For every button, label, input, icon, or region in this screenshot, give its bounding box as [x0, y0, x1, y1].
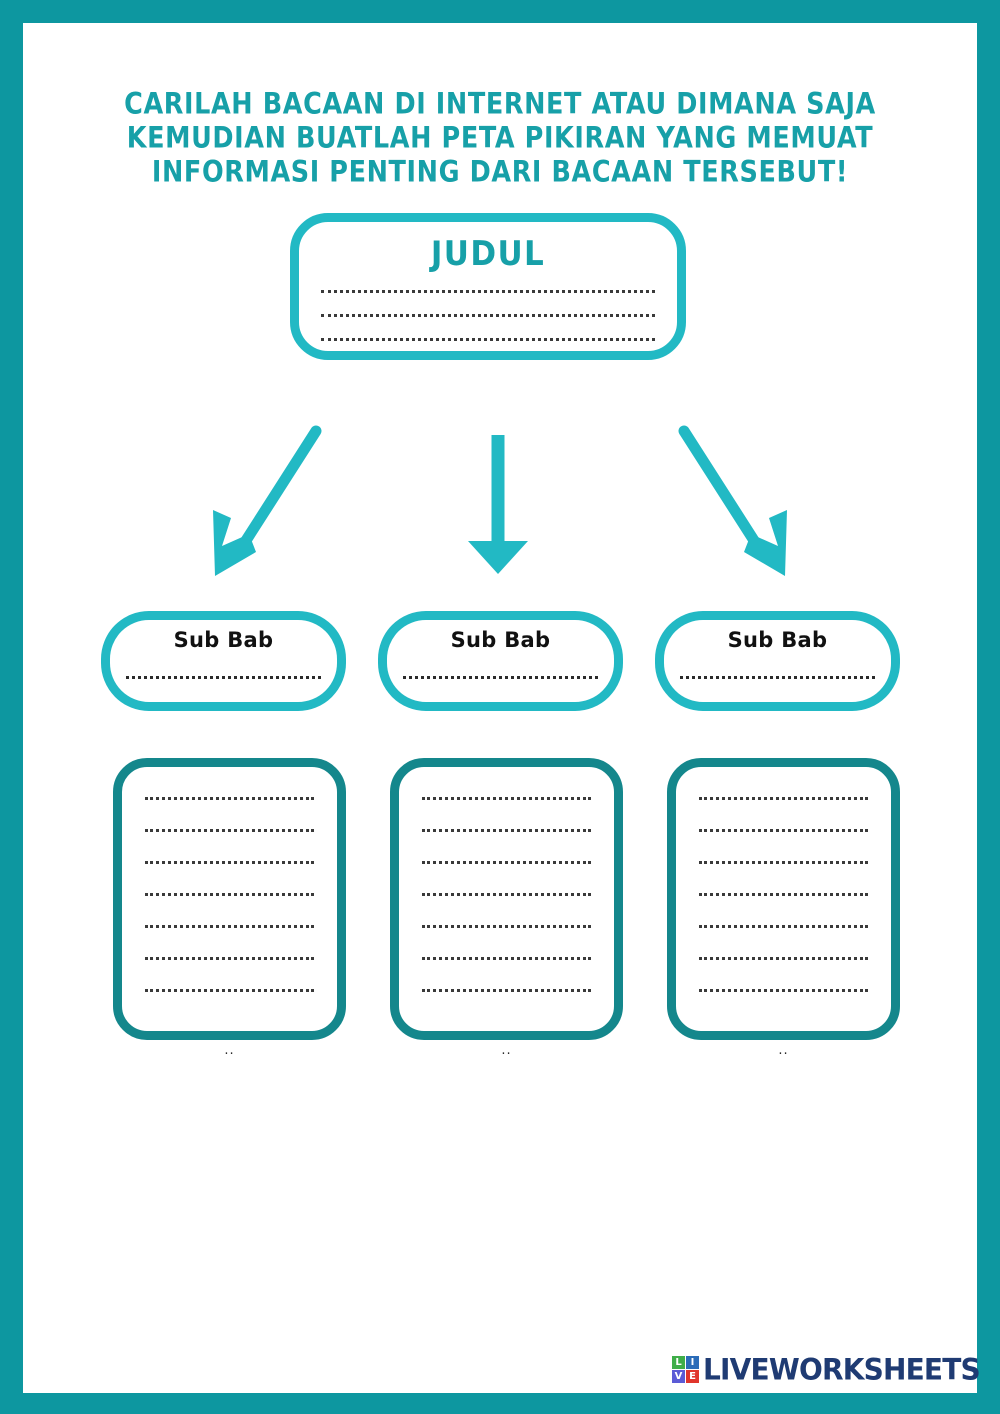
content-line[interactable]: [699, 955, 868, 960]
content-caption-3: ..: [778, 1043, 789, 1058]
content-line[interactable]: [699, 987, 868, 992]
judul-label: JUDUL: [430, 234, 546, 274]
logo-tile-e: E: [686, 1369, 699, 1383]
logo-wordmark: LIVEWORKSHEETS: [703, 1351, 981, 1387]
content-line[interactable]: [699, 795, 868, 800]
logo-tile-i: I: [686, 1355, 699, 1369]
content-line[interactable]: [145, 795, 314, 800]
content-line[interactable]: [699, 891, 868, 896]
content-line[interactable]: [699, 827, 868, 832]
sub-bab-box-2[interactable]: Sub Bab: [378, 611, 623, 711]
content-line[interactable]: [699, 859, 868, 864]
content-line[interactable]: [422, 859, 591, 864]
content-caption-2: ..: [501, 1043, 512, 1058]
judul-answer-lines[interactable]: [299, 288, 677, 341]
sub-bab-box-3[interactable]: Sub Bab: [655, 611, 900, 711]
judul-line[interactable]: [321, 312, 655, 317]
content-line[interactable]: [422, 827, 591, 832]
arrow-left-diagonal: [213, 425, 322, 576]
sub-bab-answer-line[interactable]: [126, 674, 321, 679]
sub-bab-label: Sub Bab: [450, 628, 551, 652]
sub-bab-answer-line[interactable]: [403, 674, 598, 679]
arrow-center-vertical: [468, 435, 528, 574]
page-title: CARILAH BACAAN DI INTERNET ATAU DIMANA S…: [23, 85, 977, 189]
content-line[interactable]: [145, 891, 314, 896]
heading-line-2: KEMUDIAN BUATLAH PETA PIKIRAN YANG MEMUA…: [126, 121, 874, 156]
judul-line[interactable]: [321, 288, 655, 293]
content-box-3[interactable]: [667, 758, 900, 1040]
judul-line[interactable]: [321, 336, 655, 341]
sub-bab-label: Sub Bab: [173, 628, 274, 652]
content-line[interactable]: [145, 987, 314, 992]
heading-line-3: INFORMASI PENTING DARI BACAAN TERSEBUT!: [151, 155, 849, 190]
arrow-right-diagonal: [678, 425, 787, 576]
sub-bab-answer-line[interactable]: [680, 674, 875, 679]
content-line[interactable]: [422, 955, 591, 960]
content-line[interactable]: [145, 827, 314, 832]
content-line[interactable]: [422, 795, 591, 800]
logo-tiles-icon: L I V E: [672, 1355, 699, 1383]
judul-box[interactable]: JUDUL: [290, 213, 686, 360]
logo-tile-v: V: [672, 1369, 685, 1383]
content-line[interactable]: [145, 923, 314, 928]
content-box-2[interactable]: [390, 758, 623, 1040]
content-line[interactable]: [699, 923, 868, 928]
content-line[interactable]: [422, 891, 591, 896]
sub-bab-label: Sub Bab: [727, 628, 828, 652]
content-line[interactable]: [422, 987, 591, 992]
heading-line-1: CARILAH BACAAN DI INTERNET ATAU DIMANA S…: [124, 87, 876, 122]
content-caption-1: ..: [224, 1043, 235, 1058]
logo-tile-l: L: [672, 1355, 685, 1369]
content-line[interactable]: [422, 923, 591, 928]
sub-bab-box-1[interactable]: Sub Bab: [101, 611, 346, 711]
content-box-1[interactable]: [113, 758, 346, 1040]
content-line[interactable]: [145, 859, 314, 864]
content-line[interactable]: [145, 955, 314, 960]
liveworksheets-logo[interactable]: L I V E LIVEWORKSHEETS: [660, 1352, 981, 1386]
worksheet-sheet: CARILAH BACAAN DI INTERNET ATAU DIMANA S…: [23, 23, 977, 1393]
